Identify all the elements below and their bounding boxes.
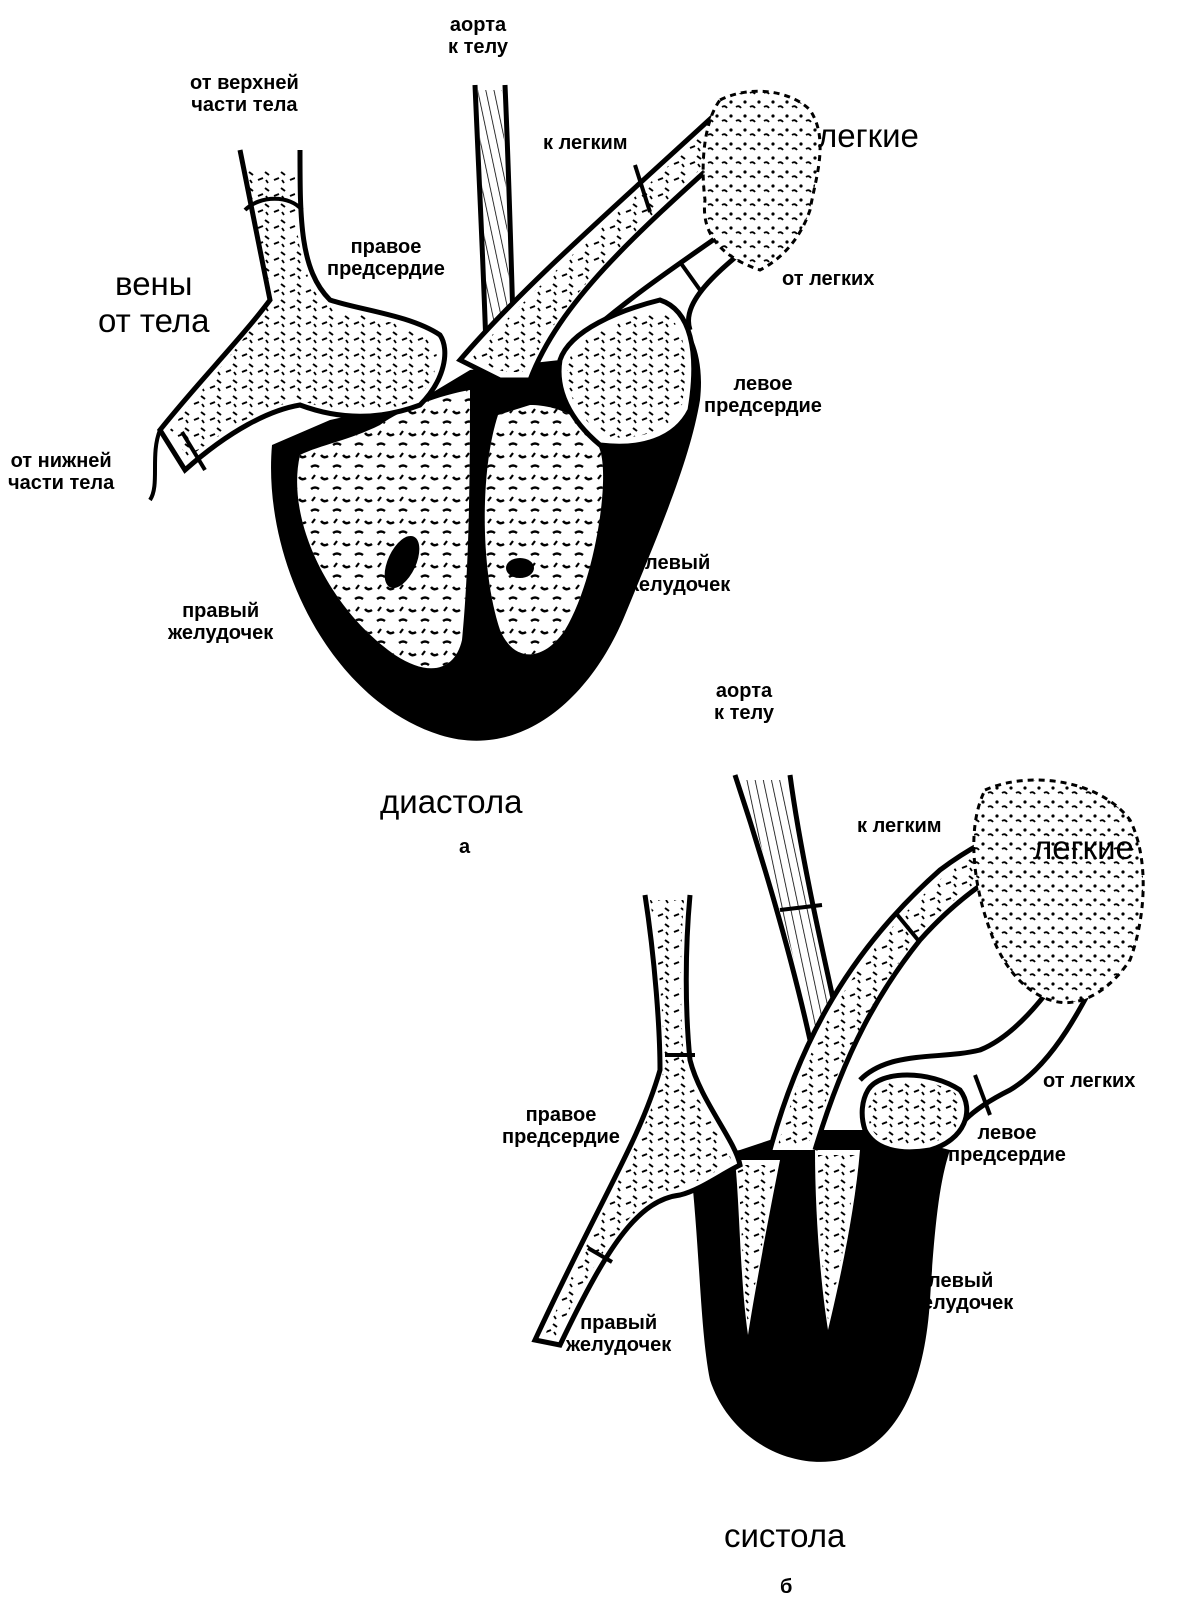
diastole-lower-body-label: от нижней части тела [8,450,114,495]
systole-heart-group [535,775,1143,1462]
diastole-caption: диастола [380,784,523,821]
diastole-veins-label-line-2: от тела [98,303,210,340]
diastole-right-ventricle-label: правый желудочек [168,600,273,645]
diastole-right-ventricle-label-line-1: правый [168,600,273,622]
systole-left-ventricle-label: левый желудочек [908,1270,1013,1315]
systole-right-ventricle-label-line-2: желудочек [566,1334,671,1356]
systole-right-ventricle-label: правый желудочек [566,1312,671,1357]
diastole-left-atrium-label: левое предсердие [704,373,822,418]
systole-left-atrium-label-line-1: левое [948,1122,1066,1144]
systole-right-atrium-label-line-2: предсердие [502,1126,620,1148]
systole-aorta-label: аорта к телу [714,680,774,725]
diastole-aorta-label-line-1: аорта [448,14,508,36]
diastole-left-ventricle-label-line-1: левый [625,552,730,574]
diastole-aorta-label: аорта к телу [448,14,508,59]
diastole-right-atrium-label-line-1: правое [327,236,445,258]
diastole-aorta-label-line-2: к телу [448,36,508,58]
diastole-left-ventricle-label-line-2: желудочек [625,574,730,596]
systole-left-atrium-label: левое предсердие [948,1122,1066,1167]
systole-left-atrium-label-line-2: предсердие [948,1144,1066,1166]
systole-letter: б [780,1576,792,1598]
diastole-veins-label-line-1: вены [98,266,210,303]
diastole-right-atrium-label: правое предсердие [327,236,445,281]
systole-right-atrium-label-line-1: правое [502,1104,620,1126]
systole-right-ventricle-label-line-1: правый [566,1312,671,1334]
systole-lungs-label: легкие [1033,830,1134,867]
diastole-to-lungs-label: к легким [543,132,628,154]
diastole-upper-body-label: от верхней части тела [190,72,299,117]
diastole-lower-body-label-line-1: от нижней [8,450,114,472]
systole-caption: систола [724,1518,845,1555]
diastole-upper-body-label-line-1: от верхней [190,72,299,94]
diastole-lower-body-label-line-2: части тела [8,472,114,494]
diastole-upper-body-label-line-2: части тела [190,94,299,116]
diastole-from-lungs-label: от легких [782,268,874,290]
systole-from-lungs-label: от легких [1043,1070,1135,1092]
systole-aorta-label-line-2: к телу [714,702,774,724]
diastole-right-ventricle-label-line-2: желудочек [168,622,273,644]
diastole-left-atrium-label-line-2: предсердие [704,395,822,417]
systole-aorta-label-line-1: аорта [714,680,774,702]
diastole-left-ventricle-label: левый желудочек [625,552,730,597]
diastole-veins-label: вены от тела [98,266,210,340]
diastole-right-atrium-label-line-2: предсердие [327,258,445,280]
systole-left-ventricle-label-line-2: желудочек [908,1292,1013,1314]
systole-right-atrium-label: правое предсердие [502,1104,620,1149]
diastole-lungs-label: легкие [818,118,919,155]
diastole-left-atrium-label-line-1: левое [704,373,822,395]
diastole-letter: а [459,836,470,858]
systole-left-ventricle-label-line-1: левый [908,1270,1013,1292]
systole-to-lungs-label: к легким [857,815,942,837]
